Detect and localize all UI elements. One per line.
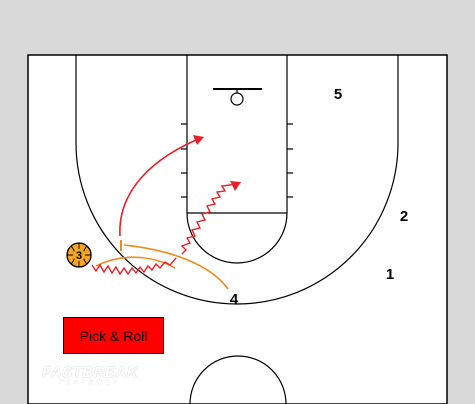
ball-handler-number: 3	[76, 250, 82, 262]
player-5[interactable]: 5	[334, 86, 342, 103]
play-name-badge: Pick & Roll	[63, 317, 164, 354]
play-name-label: Pick & Roll	[79, 327, 148, 344]
dribble-path	[91, 257, 177, 276]
three-point-line	[75, 55, 399, 305]
roll-arrowhead	[230, 181, 241, 191]
player-4[interactable]: 4	[230, 291, 239, 308]
watermark-line2: PLAYBOOK	[59, 379, 121, 386]
roll-zigzag	[180, 183, 235, 255]
cut-arrow	[119, 139, 197, 237]
watermark-line1: FASTBREAK	[41, 364, 139, 381]
player-1[interactable]: 1	[386, 266, 394, 283]
screen-path-4	[123, 244, 229, 290]
lane-hash-marks	[181, 123, 293, 198]
player-2[interactable]: 2	[400, 208, 408, 225]
cut-arrowhead	[193, 135, 204, 145]
center-circle	[189, 355, 287, 404]
rim	[230, 92, 244, 106]
watermark-logo: FASTBREAK PLAYBOOK	[40, 354, 140, 390]
ball-handler[interactable]: 3	[66, 242, 92, 268]
free-throw-circle	[186, 212, 288, 264]
